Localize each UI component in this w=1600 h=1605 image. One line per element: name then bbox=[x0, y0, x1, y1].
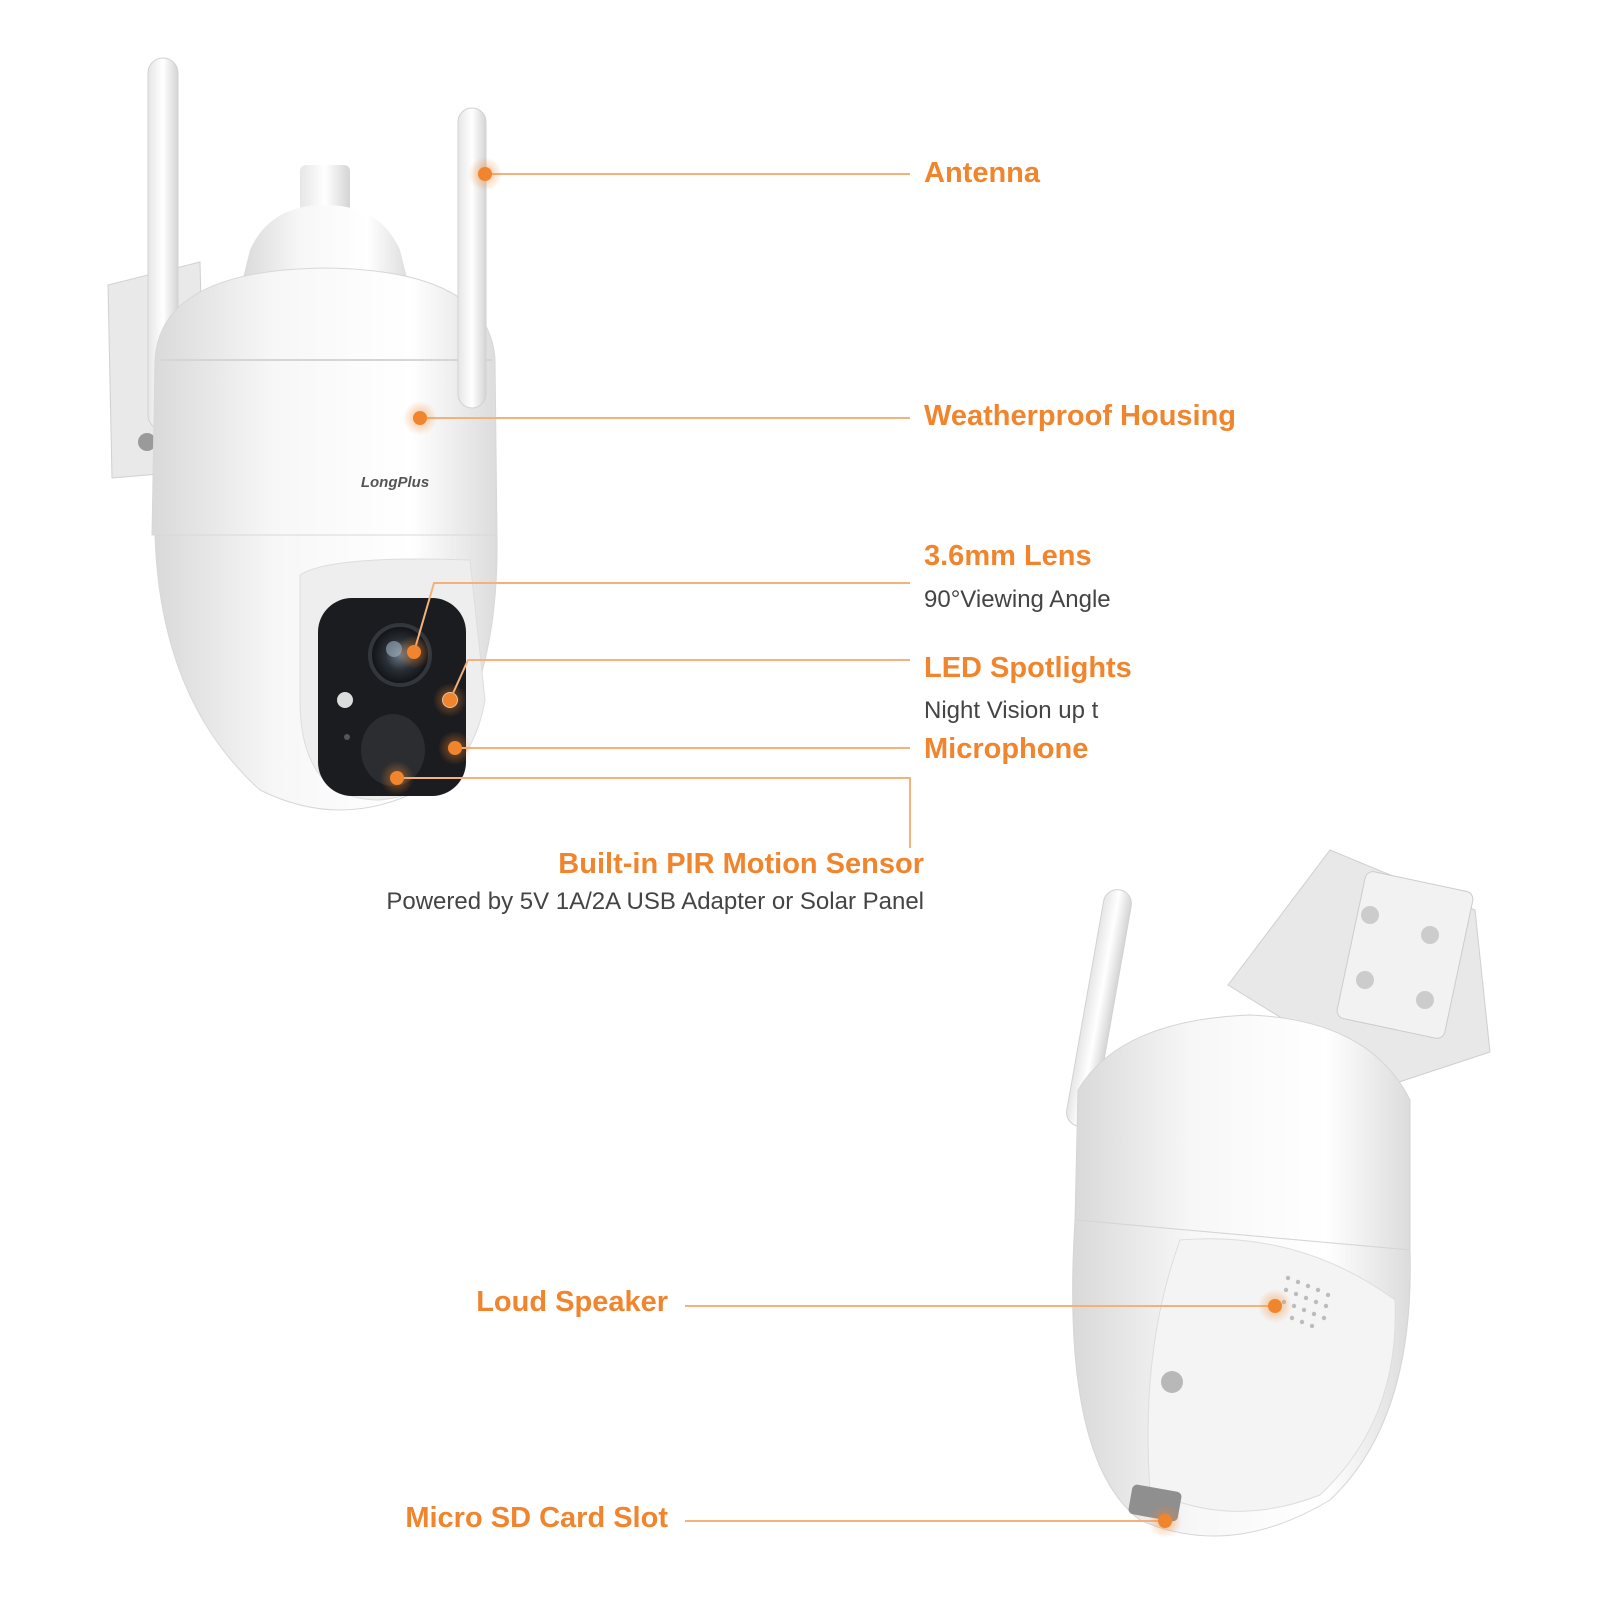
lens-label: 3.6mm Lens bbox=[924, 540, 1092, 572]
pir-line bbox=[397, 777, 911, 848]
sd-dot bbox=[1158, 1514, 1172, 1528]
lens-line bbox=[413, 582, 910, 653]
housing-dot bbox=[413, 411, 427, 425]
antenna-dot bbox=[478, 167, 492, 181]
side-camera bbox=[1066, 849, 1491, 1537]
mic-dot bbox=[448, 741, 462, 755]
speaker-dot bbox=[1268, 1299, 1282, 1313]
side-upper-housing bbox=[1074, 1014, 1411, 1251]
lens-dot bbox=[407, 645, 421, 659]
antenna-label: Antenna bbox=[924, 157, 1040, 189]
mic-hole bbox=[344, 734, 350, 740]
housing-label: Weatherproof Housing bbox=[924, 400, 1237, 432]
top-cap bbox=[240, 205, 410, 290]
front-camera: LongPlus bbox=[107, 57, 498, 811]
led-left bbox=[337, 692, 353, 708]
upper-housing bbox=[151, 267, 498, 536]
pir-label: Built-in PIR Motion Sensor bbox=[558, 848, 924, 880]
right-antenna bbox=[457, 107, 487, 409]
led-line bbox=[449, 659, 910, 701]
lens-sub: 90°Viewing Angle bbox=[924, 586, 1111, 613]
led-sub: Night Vision up t bbox=[924, 697, 1099, 724]
speaker-label: Loud Speaker bbox=[476, 1286, 668, 1318]
side-screw-hole bbox=[1161, 1371, 1183, 1393]
speaker-grille bbox=[1281, 1275, 1331, 1329]
sd-label: Micro SD Card Slot bbox=[405, 1502, 668, 1534]
bracket-screw bbox=[138, 433, 156, 451]
brand-logo: LongPlus bbox=[361, 474, 429, 491]
pir-sub: Powered by 5V 1A/2A USB Adapter or Solar… bbox=[386, 888, 924, 915]
callout-dots bbox=[380, 157, 1292, 1538]
led-dot bbox=[443, 693, 457, 707]
mic-label: Microphone bbox=[924, 733, 1089, 765]
pir-dot bbox=[390, 771, 404, 785]
led-label: LED Spotlights bbox=[924, 652, 1132, 684]
